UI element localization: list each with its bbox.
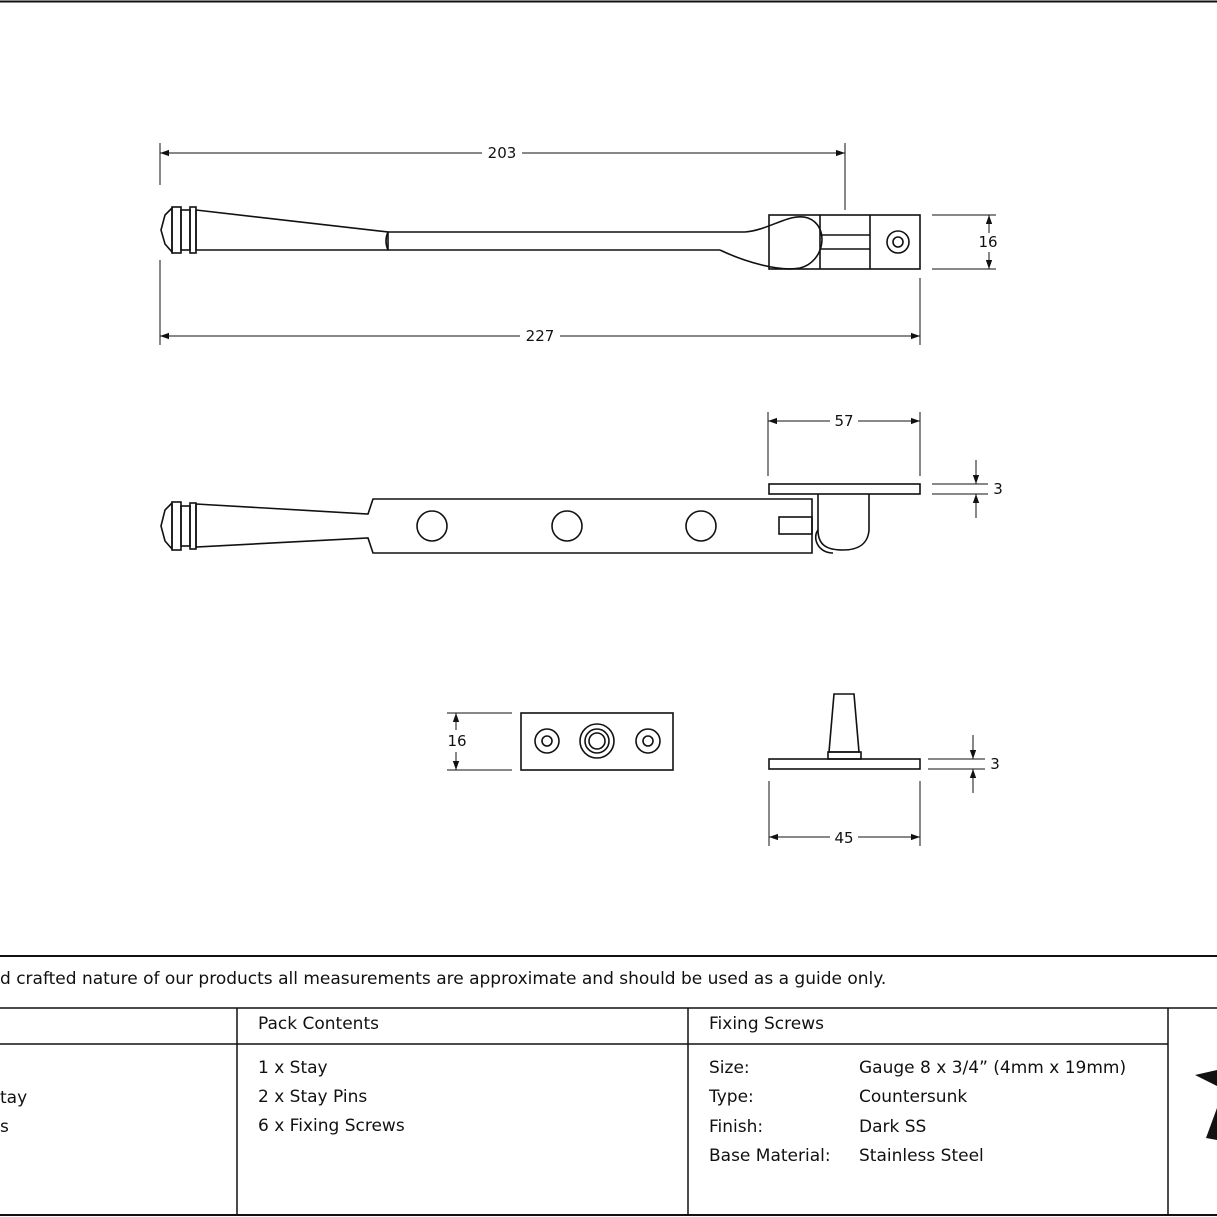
stay-side-view bbox=[160, 483, 921, 554]
pin-plate-top-view bbox=[520, 712, 674, 771]
pin-side-view bbox=[768, 693, 921, 770]
table-row: Size: Gauge 8 x 3/4” (4mm x 19mm) bbox=[709, 1054, 1126, 1083]
spec-label: Type: bbox=[709, 1087, 754, 1108]
table-row: Base Material: Stainless Steel bbox=[709, 1142, 1126, 1171]
spec-value: Gauge 8 x 3/4” (4mm x 19mm) bbox=[859, 1058, 1127, 1078]
star-logo-icon bbox=[1195, 1070, 1217, 1140]
table-row: Type: Countersunk bbox=[709, 1083, 1126, 1112]
dim-pin-plate-width: 16 bbox=[447, 732, 466, 750]
dim-pin-plate-thickness: 3 bbox=[990, 755, 1000, 773]
dim-top-width: 16 bbox=[978, 233, 997, 251]
spec-value: Stainless Steel bbox=[859, 1145, 984, 1166]
stay-top-view bbox=[160, 206, 921, 270]
list-item: 6 x Fixing Screws bbox=[258, 1116, 405, 1136]
dim-side-bracket-length: 57 bbox=[834, 412, 853, 430]
dim-side-plate-thickness: 3 bbox=[993, 480, 1003, 498]
product-details-list: tay s bbox=[0, 1084, 27, 1142]
spec-label: Size: bbox=[709, 1058, 750, 1078]
pack-contents-list: 1 x Stay 2 x Stay Pins 6 x Fixing Screws bbox=[258, 1054, 405, 1141]
fixing-screws-header: Fixing Screws bbox=[709, 1014, 824, 1034]
dimension-lines-pin-top bbox=[447, 712, 512, 771]
dim-overall-length: 227 bbox=[526, 327, 555, 345]
table-row: Finish: Dark SS bbox=[709, 1113, 1126, 1142]
fixing-screws-table: Size: Gauge 8 x 3/4” (4mm x 19mm) Type: … bbox=[709, 1054, 1126, 1171]
list-item: 2 x Stay Pins bbox=[258, 1087, 368, 1107]
list-item: s bbox=[0, 1117, 9, 1137]
spec-value: Dark SS bbox=[859, 1116, 927, 1137]
measurement-note: d crafted nature of our products all mea… bbox=[0, 969, 887, 989]
dim-pin-plate-length: 45 bbox=[834, 829, 853, 847]
pack-contents-header: Pack Contents bbox=[258, 1014, 379, 1034]
spec-label: Finish: bbox=[709, 1116, 764, 1137]
list-item: 1 x Stay bbox=[258, 1058, 328, 1078]
dimension-lines-top bbox=[159, 143, 996, 345]
spec-label: Base Material: bbox=[709, 1145, 831, 1166]
dim-top-length: 203 bbox=[488, 144, 517, 162]
list-item: tay bbox=[0, 1088, 28, 1108]
spec-value: Countersunk bbox=[859, 1087, 968, 1108]
dimension-lines-pin-side bbox=[768, 735, 985, 846]
dimension-lines-side bbox=[767, 412, 988, 518]
